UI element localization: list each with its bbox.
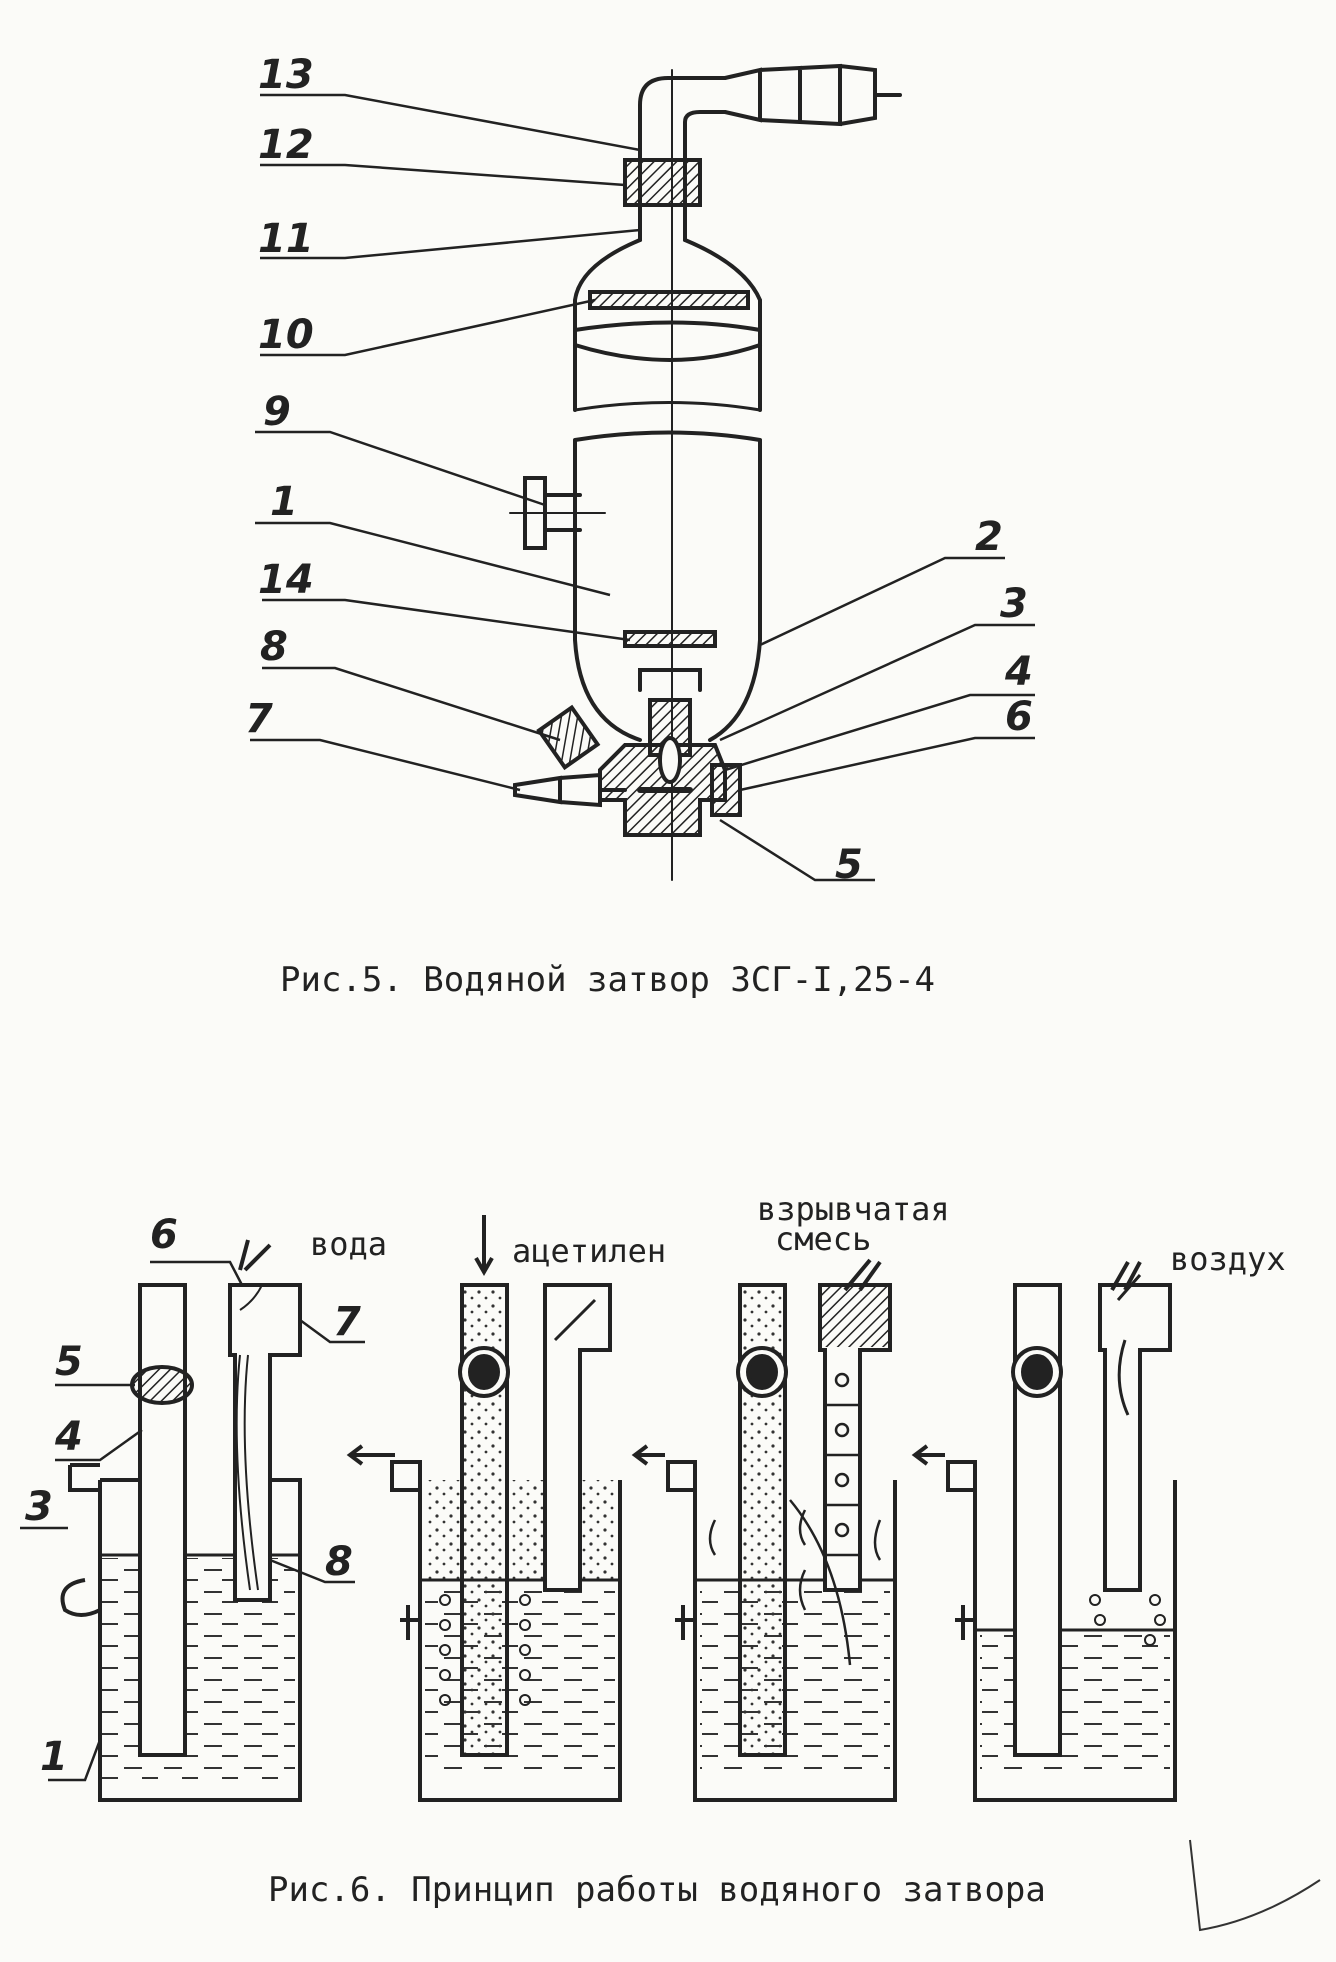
figure6-caption: Рис.6. Принцип работы водяного затвора bbox=[268, 1870, 1046, 1910]
outlet-elbow bbox=[638, 76, 727, 152]
fig6-callout-5: 5 bbox=[55, 1339, 83, 1385]
fig6-callout-4: 4 bbox=[54, 1414, 83, 1460]
fig6-callout-6: 6 bbox=[150, 1212, 178, 1258]
fig5-callout-7: 7 bbox=[245, 696, 273, 742]
hose-nipple bbox=[723, 63, 902, 127]
fig5-callout-1: 1 bbox=[270, 479, 298, 525]
fig6-panel-2 bbox=[346, 1215, 622, 1802]
fig6-panel-1 bbox=[60, 1239, 302, 1802]
fig5-callout-5: 5 bbox=[835, 842, 863, 888]
disc bbox=[588, 290, 750, 310]
fig5-callout-11: 11 bbox=[258, 216, 314, 262]
label-acetylene: ацетилен bbox=[512, 1232, 666, 1270]
fig5-callout-12: 12 bbox=[258, 122, 314, 168]
fig6-callout-7: 7 bbox=[333, 1299, 361, 1345]
fig5-callout-6: 6 bbox=[1005, 694, 1033, 740]
fig6-callout-3: 3 bbox=[25, 1484, 53, 1530]
fig5-callout-14: 14 bbox=[258, 557, 314, 603]
nut bbox=[623, 158, 702, 207]
label-water: вода bbox=[310, 1225, 387, 1263]
pencil-mark bbox=[1189, 1839, 1321, 1932]
label-air: воздух bbox=[1170, 1240, 1286, 1278]
label-explosive-line1: взрывчатая bbox=[757, 1190, 950, 1228]
fig5-callout-3: 3 bbox=[1000, 581, 1028, 627]
figure5-water-seal bbox=[509, 63, 902, 881]
fig5-callout-10: 10 bbox=[258, 312, 314, 358]
fig6-panel-4 bbox=[911, 1261, 1177, 1802]
figure5-leaders bbox=[250, 93, 1035, 882]
fig5-callout-13: 13 bbox=[258, 52, 314, 98]
fig5-callout-9: 9 bbox=[263, 389, 291, 435]
fig6-panel-3 bbox=[631, 1258, 897, 1802]
figure6-leaders bbox=[20, 1260, 365, 1782]
figure5-caption: Рис.5. Водяной затвор ЗСГ-I,25-4 bbox=[280, 960, 936, 1000]
fig5-callout-8: 8 bbox=[260, 624, 288, 670]
upper-body bbox=[573, 238, 762, 412]
fig5-callout-4: 4 bbox=[1004, 649, 1033, 695]
label-explosive-line2: смесь bbox=[775, 1220, 871, 1258]
inlet-nipple bbox=[513, 772, 627, 808]
lower-body bbox=[573, 430, 762, 742]
fig5-callout-2: 2 bbox=[975, 514, 1003, 560]
fig6-callout-1: 1 bbox=[40, 1734, 68, 1780]
fig6-callout-8: 8 bbox=[325, 1539, 353, 1585]
